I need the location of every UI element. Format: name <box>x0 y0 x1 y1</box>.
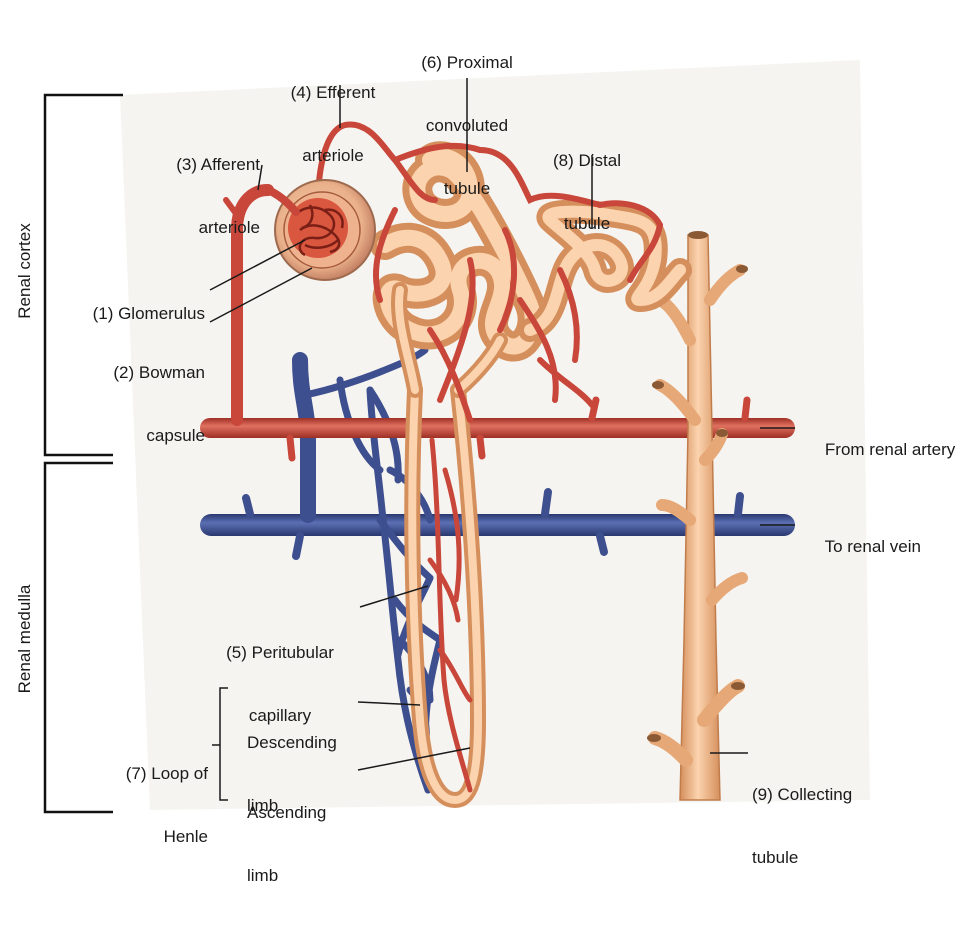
from-renal-artery-label: From renal artery <box>806 418 971 481</box>
proximal-line-1: (6) Proximal <box>392 52 542 73</box>
efferent-arteriole-label: (4) Efferent arteriole <box>268 40 398 208</box>
collecting-tubule-label: (9) Collecting tubule <box>752 742 902 910</box>
descending-line-1: Descending <box>247 732 367 753</box>
proximal-tubule-label: (6) Proximal convoluted tubule <box>392 10 542 241</box>
afferent-line-1: (3) Afferent <box>130 154 260 175</box>
bowman-line-1: (2) Bowman <box>60 362 205 383</box>
distal-line-2: tubule <box>522 213 652 234</box>
ascending-line-1: Ascending <box>247 802 367 823</box>
distal-tubule-label: (8) Distal tubule <box>522 108 652 276</box>
loop-of-henle-label: (7) Loop of Henle <box>90 721 208 889</box>
collecting-line-2: tubule <box>752 847 902 868</box>
distal-line-1: (8) Distal <box>522 150 652 171</box>
renal-cortex-label: Renal cortex <box>14 171 36 371</box>
collecting-line-1: (9) Collecting <box>752 784 902 805</box>
afferent-arteriole-label: (3) Afferent arteriole <box>130 112 260 280</box>
nephron-diagram: Renal cortex Renal medulla (1) Glomerulu… <box>0 0 974 818</box>
renal-medulla-label: Renal medulla <box>14 539 36 739</box>
ascending-line-2: limb <box>247 865 367 886</box>
bowman-line-2: capsule <box>60 425 205 446</box>
from-artery-text: From renal artery <box>825 440 955 459</box>
to-renal-vein-label: To renal vein <box>806 515 956 578</box>
bowman-capsule-label: (2) Bowman capsule <box>60 320 205 488</box>
efferent-line-2: arteriole <box>268 145 398 166</box>
to-vein-text: To renal vein <box>825 537 921 556</box>
loop-line-2: Henle <box>90 826 208 847</box>
proximal-line-3: tubule <box>392 178 542 199</box>
peritubular-line-1: (5) Peritubular <box>205 642 355 663</box>
efferent-line-1: (4) Efferent <box>268 82 398 103</box>
ascending-limb-label: Ascending limb <box>247 760 367 928</box>
loop-line-1: (7) Loop of <box>90 763 208 784</box>
afferent-line-2: arteriole <box>130 217 260 238</box>
proximal-line-2: convoluted <box>392 115 542 136</box>
